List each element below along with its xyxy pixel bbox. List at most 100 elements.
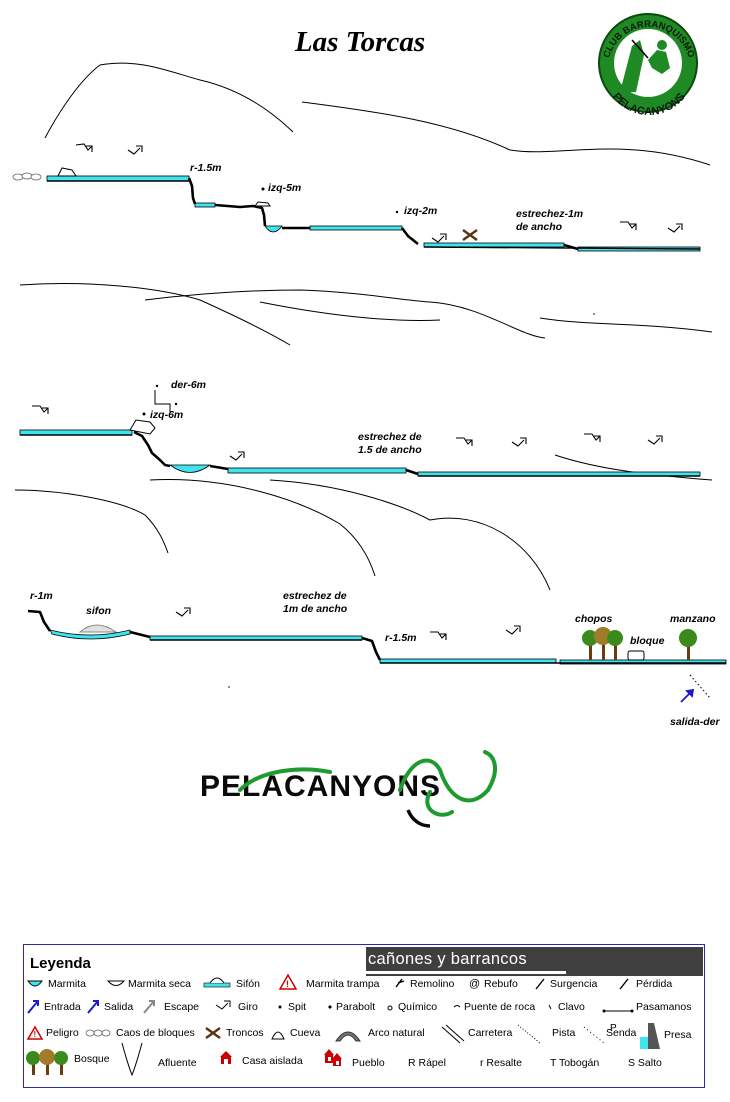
legend-title: Leyenda [30,955,91,972]
svg-text:CLUB BARRANQUISMO: CLUB BARRANQUISMO [601,19,696,59]
label-narrowing: 1.5 de ancho [358,444,422,456]
legend-item-arco-natural: Arco natural [368,1027,425,1039]
remolino-icon [395,978,405,988]
svg-text:PELACANYONS: PELACANYONS [610,91,687,118]
legend-item-quimico: Químico [398,1001,438,1013]
spit-icon [261,187,265,191]
legend-item-troncos: Troncos [226,1027,264,1039]
giro-icon [127,145,143,155]
legend-item-pista: Pista [552,1027,576,1039]
ridge-line [144,289,546,339]
marmita [49,629,131,640]
water-pool [577,246,701,252]
badge-bottom-text: PELACANYONS [610,91,687,118]
giro-icon [584,433,601,442]
caos-de-bloques-icon [85,1029,111,1037]
ridge-line [14,489,169,554]
legend-item-resalte: r Resalte [480,1057,523,1069]
giro-icon [511,437,527,447]
legend-item-marmita-seca: Marmita seca [128,978,192,990]
canyon-wall [187,177,197,205]
presa-icon [640,1023,660,1049]
marmita [168,464,212,473]
legend-item-entrada: Entrada [44,1001,81,1013]
pasamanos-p: P [610,1023,617,1034]
legend-item-perdida: Pérdida [636,978,673,990]
carretera-icon [441,1024,465,1044]
chopos-trees [582,627,623,660]
legend-item-parabolt: Parabolt [336,1001,376,1013]
canyon-wall [129,630,151,639]
salida-path [689,674,711,699]
canyon-wall [400,227,419,246]
legend-item-clavo: Clavo [558,1001,585,1013]
ridge-line [259,301,441,321]
legend-item-caos-bloques: Caos de bloques [116,1027,195,1039]
giro-icon [505,625,521,635]
troncos-icon [205,1026,221,1040]
giro-icon [431,233,447,243]
marmita-icon [27,980,43,987]
canyon-wall [209,464,229,471]
canones-barrancos-banner: cañones y barrancos [366,947,703,976]
label-narrowing: estrechez de [283,590,347,602]
legend-item-rebufo: Rebufo [484,978,518,990]
label-sifon: sifon [86,605,112,617]
parabolt-icon [328,1005,332,1009]
marmita-seca-icon [106,980,126,986]
giro-icon [620,221,637,230]
boulder [254,201,271,207]
ridge-line [269,479,551,591]
perdida-icon [619,978,629,990]
water-pool [149,635,363,641]
canyon-wall [361,636,382,661]
canyon-wall [27,609,52,632]
clavo-icon [548,1004,552,1010]
banner-text: cañones y barrancos [368,950,527,968]
escape-icon [143,1000,155,1014]
legend-item-surgencia: Surgencia [550,978,598,990]
legend-item-afluente: Afluente [158,1057,197,1069]
giro-icon [215,1000,231,1010]
afluente-icon [121,1042,143,1077]
ridge-line [539,317,713,333]
label-escape: izq-5m [268,182,302,194]
legend-item-peligro: Peligro [46,1027,79,1039]
spit-icon [395,210,399,214]
label-narrowing: estrechez de [358,431,422,443]
label-rapel: r-1.5m [385,632,417,644]
marmita [264,225,283,233]
label-chopos: chopos [575,613,613,625]
giro-icon [667,223,683,233]
salida-icon [87,1000,99,1014]
label-narrowing: estrechez-1m [516,208,584,220]
pista-icon [517,1024,541,1044]
canyon-wall [405,468,419,476]
legend-item-pasamanos: Pasamanos [636,1001,692,1013]
label-narrowing: 1m de ancho [283,603,348,615]
giro-icon [32,405,49,414]
label-escape: izq-2m [404,205,438,217]
legend-item-casa-aislada: Casa aislada [242,1055,303,1067]
puente-roca-icon [453,1005,461,1008]
marmita-trampa-icon: ! [278,973,298,990]
ridge-line [44,62,294,139]
manzano-tree [679,629,697,660]
pueblo-icon [324,1049,342,1066]
pasamanos-icon [602,1009,634,1013]
legend-item-salida: Salida [104,1001,134,1013]
sifon [78,624,118,633]
entrada-icon [27,1000,39,1014]
water-pool [19,429,133,436]
ridge-line [149,479,376,577]
label-escape: izq-6m [150,409,184,421]
legend-item-carretera: Carretera [468,1027,513,1039]
casa-aislada-icon [220,1051,232,1064]
badge-top-text: CLUB BARRANQUISMO [601,19,696,59]
caos-de-bloques [12,172,42,181]
senda-icon [583,1026,605,1044]
legend-item-spit: Spit [288,1001,307,1013]
giro-icon [647,435,663,445]
